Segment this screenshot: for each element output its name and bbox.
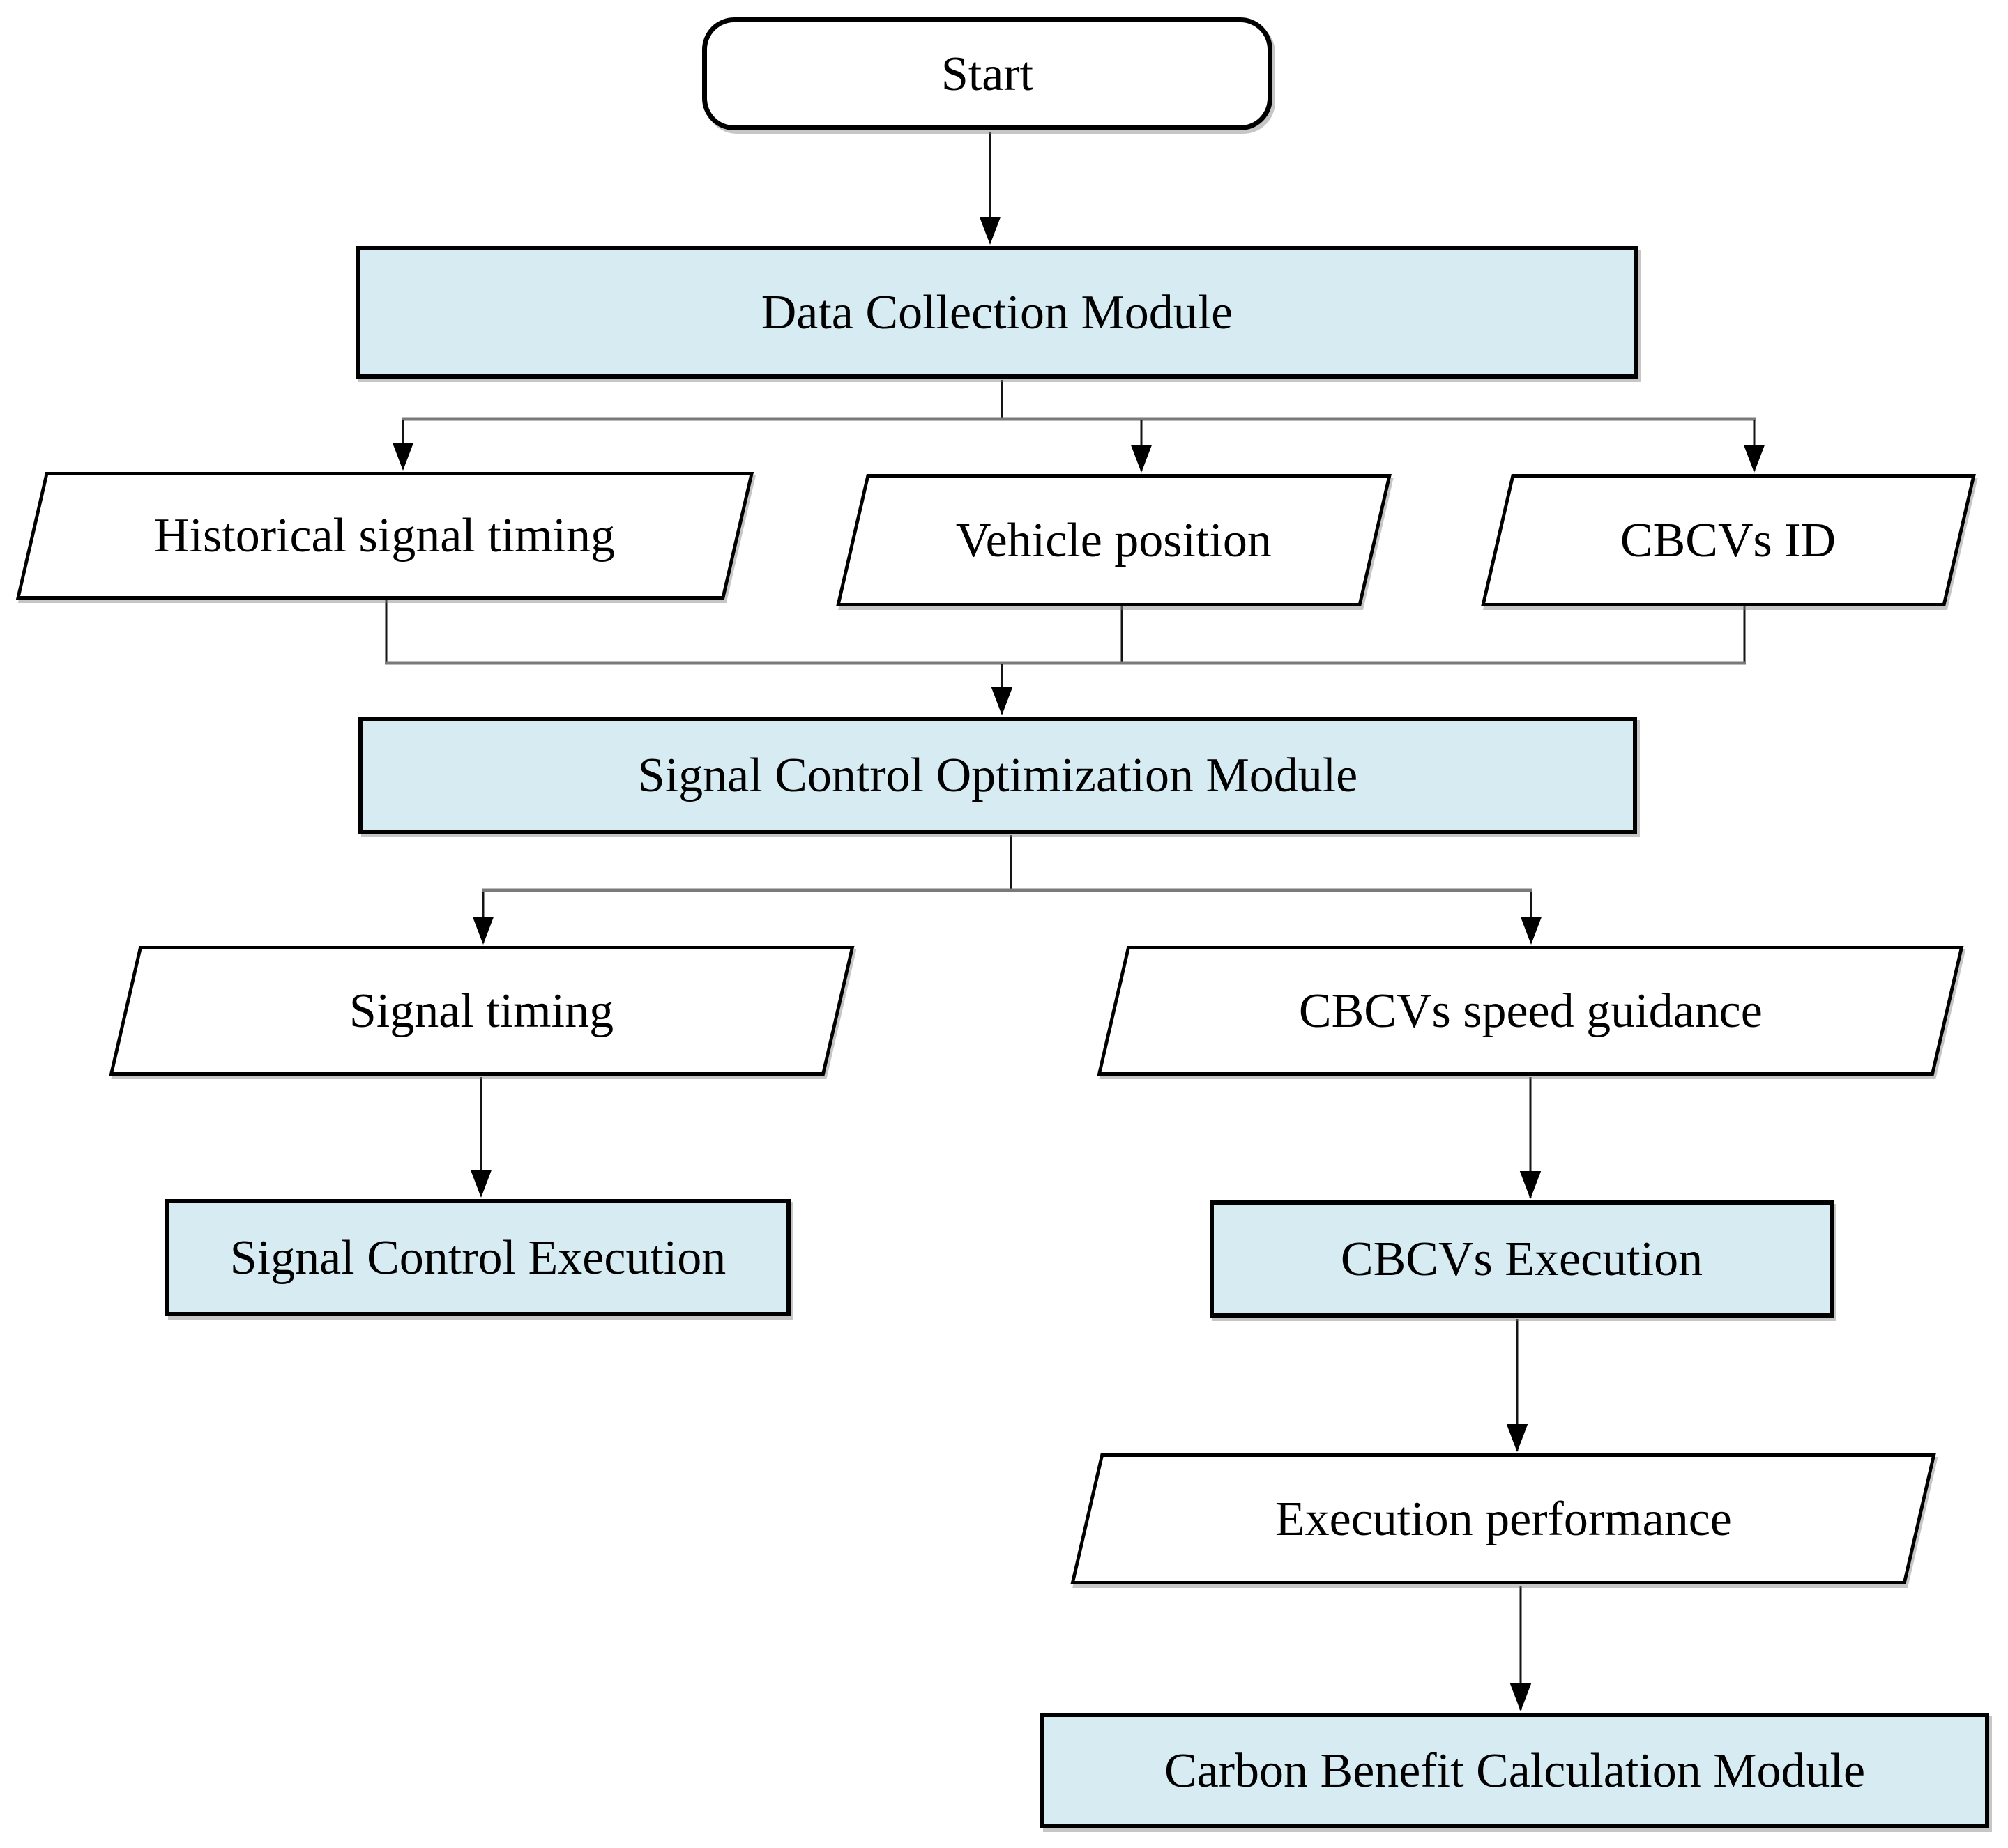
node-signal-timing: Signal timing	[109, 946, 855, 1076]
node-cbcvs-id-label: CBCVs ID	[1620, 513, 1836, 567]
node-cbcvs-speed-guidance: CBCVs speed guidance	[1097, 946, 1964, 1076]
node-cbcvs-execution-label: CBCVs Execution	[1340, 1232, 1703, 1286]
node-signal-control-optimization-label: Signal Control Optimization Module	[637, 748, 1358, 802]
node-start-label: Start	[941, 47, 1034, 101]
node-carbon-benefit-calculation-module: Carbon Benefit Calculation Module	[1040, 1713, 1989, 1828]
node-cbcvs-id: CBCVs ID	[1481, 474, 1976, 606]
node-execution-performance: Execution performance	[1070, 1453, 1936, 1584]
node-historical-signal-timing-label: Historical signal timing	[154, 509, 616, 563]
node-signal-timing-label: Signal timing	[349, 984, 614, 1038]
node-historical-signal-timing: Historical signal timing	[15, 472, 754, 600]
node-cbcvs-speed-guidance-label: CBCVs speed guidance	[1298, 984, 1763, 1038]
node-signal-control-execution-label: Signal Control Execution	[229, 1230, 727, 1285]
node-vehicle-position-label: Vehicle position	[956, 513, 1272, 567]
node-signal-control-execution: Signal Control Execution	[165, 1199, 791, 1316]
node-cbcvs-execution: CBCVs Execution	[1210, 1200, 1834, 1318]
node-vehicle-position: Vehicle position	[836, 474, 1392, 606]
node-start: Start	[702, 17, 1272, 130]
node-data-collection-label: Data Collection Module	[761, 285, 1233, 339]
node-execution-performance-label: Execution performance	[1275, 1492, 1732, 1546]
node-carbon-benefit-calculation-label: Carbon Benefit Calculation Module	[1164, 1743, 1866, 1798]
node-data-collection-module: Data Collection Module	[356, 246, 1638, 379]
node-signal-control-optimization-module: Signal Control Optimization Module	[358, 717, 1637, 834]
